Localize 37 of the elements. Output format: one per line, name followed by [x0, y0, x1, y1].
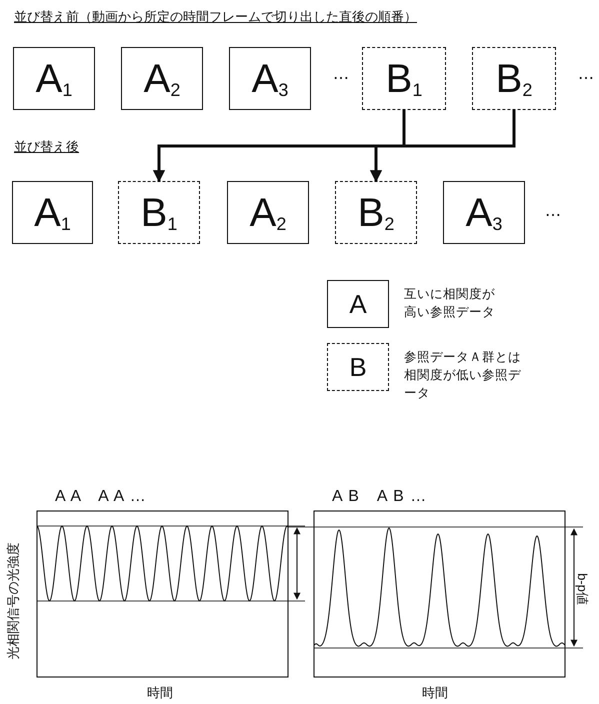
dashed-box — [118, 181, 200, 244]
solid-box — [229, 47, 311, 110]
solid-box — [13, 47, 95, 110]
solid-box — [443, 181, 525, 244]
box-label: A$_{1}$ — [36, 58, 72, 98]
box-label: B$_{2}$ — [358, 192, 394, 232]
solid-box — [227, 181, 309, 244]
box-label: A$_{1}$ — [34, 192, 71, 232]
box-label: B — [349, 354, 367, 380]
box-label: B$_{1}$ — [386, 58, 422, 98]
text-label: 時間 — [147, 685, 173, 702]
box-label: A$_{2}$ — [144, 58, 180, 98]
text-label: … — [578, 64, 594, 83]
text-label: … — [333, 64, 349, 83]
axis-label: 光相関信号の光強度 — [6, 542, 22, 660]
heading: 並び替え前（動画から所定の時間フレームで切り出した直後の順番） — [14, 9, 417, 26]
dashed-box — [472, 47, 556, 110]
text-label: A B A B … — [332, 487, 428, 507]
text-label: A A A A … — [55, 487, 147, 507]
box-label: B$_{2}$ — [496, 58, 532, 98]
dashed-box — [335, 181, 417, 244]
legend-description: 互いに相関度が高い参照データ — [404, 285, 496, 322]
box-label: B$_{1}$ — [140, 192, 178, 232]
axis-label: b-p値 — [574, 573, 591, 605]
solid-box — [327, 280, 389, 328]
box-label: A$_{3}$ — [466, 192, 502, 232]
box-label: A$_{2}$ — [250, 192, 286, 232]
text-label: 時間 — [422, 685, 448, 702]
box-label: A$_{3}$ — [252, 58, 288, 98]
text-label: … — [545, 201, 561, 220]
box-label: A — [349, 291, 367, 317]
solid-box — [121, 47, 203, 110]
dashed-box — [327, 343, 389, 391]
dashed-box — [362, 47, 446, 110]
section-heading: 並び替え後 — [14, 139, 79, 156]
legend-description: 参照データＡ群とは相関度が低い参照データ — [404, 348, 522, 402]
solid-box — [12, 181, 93, 244]
